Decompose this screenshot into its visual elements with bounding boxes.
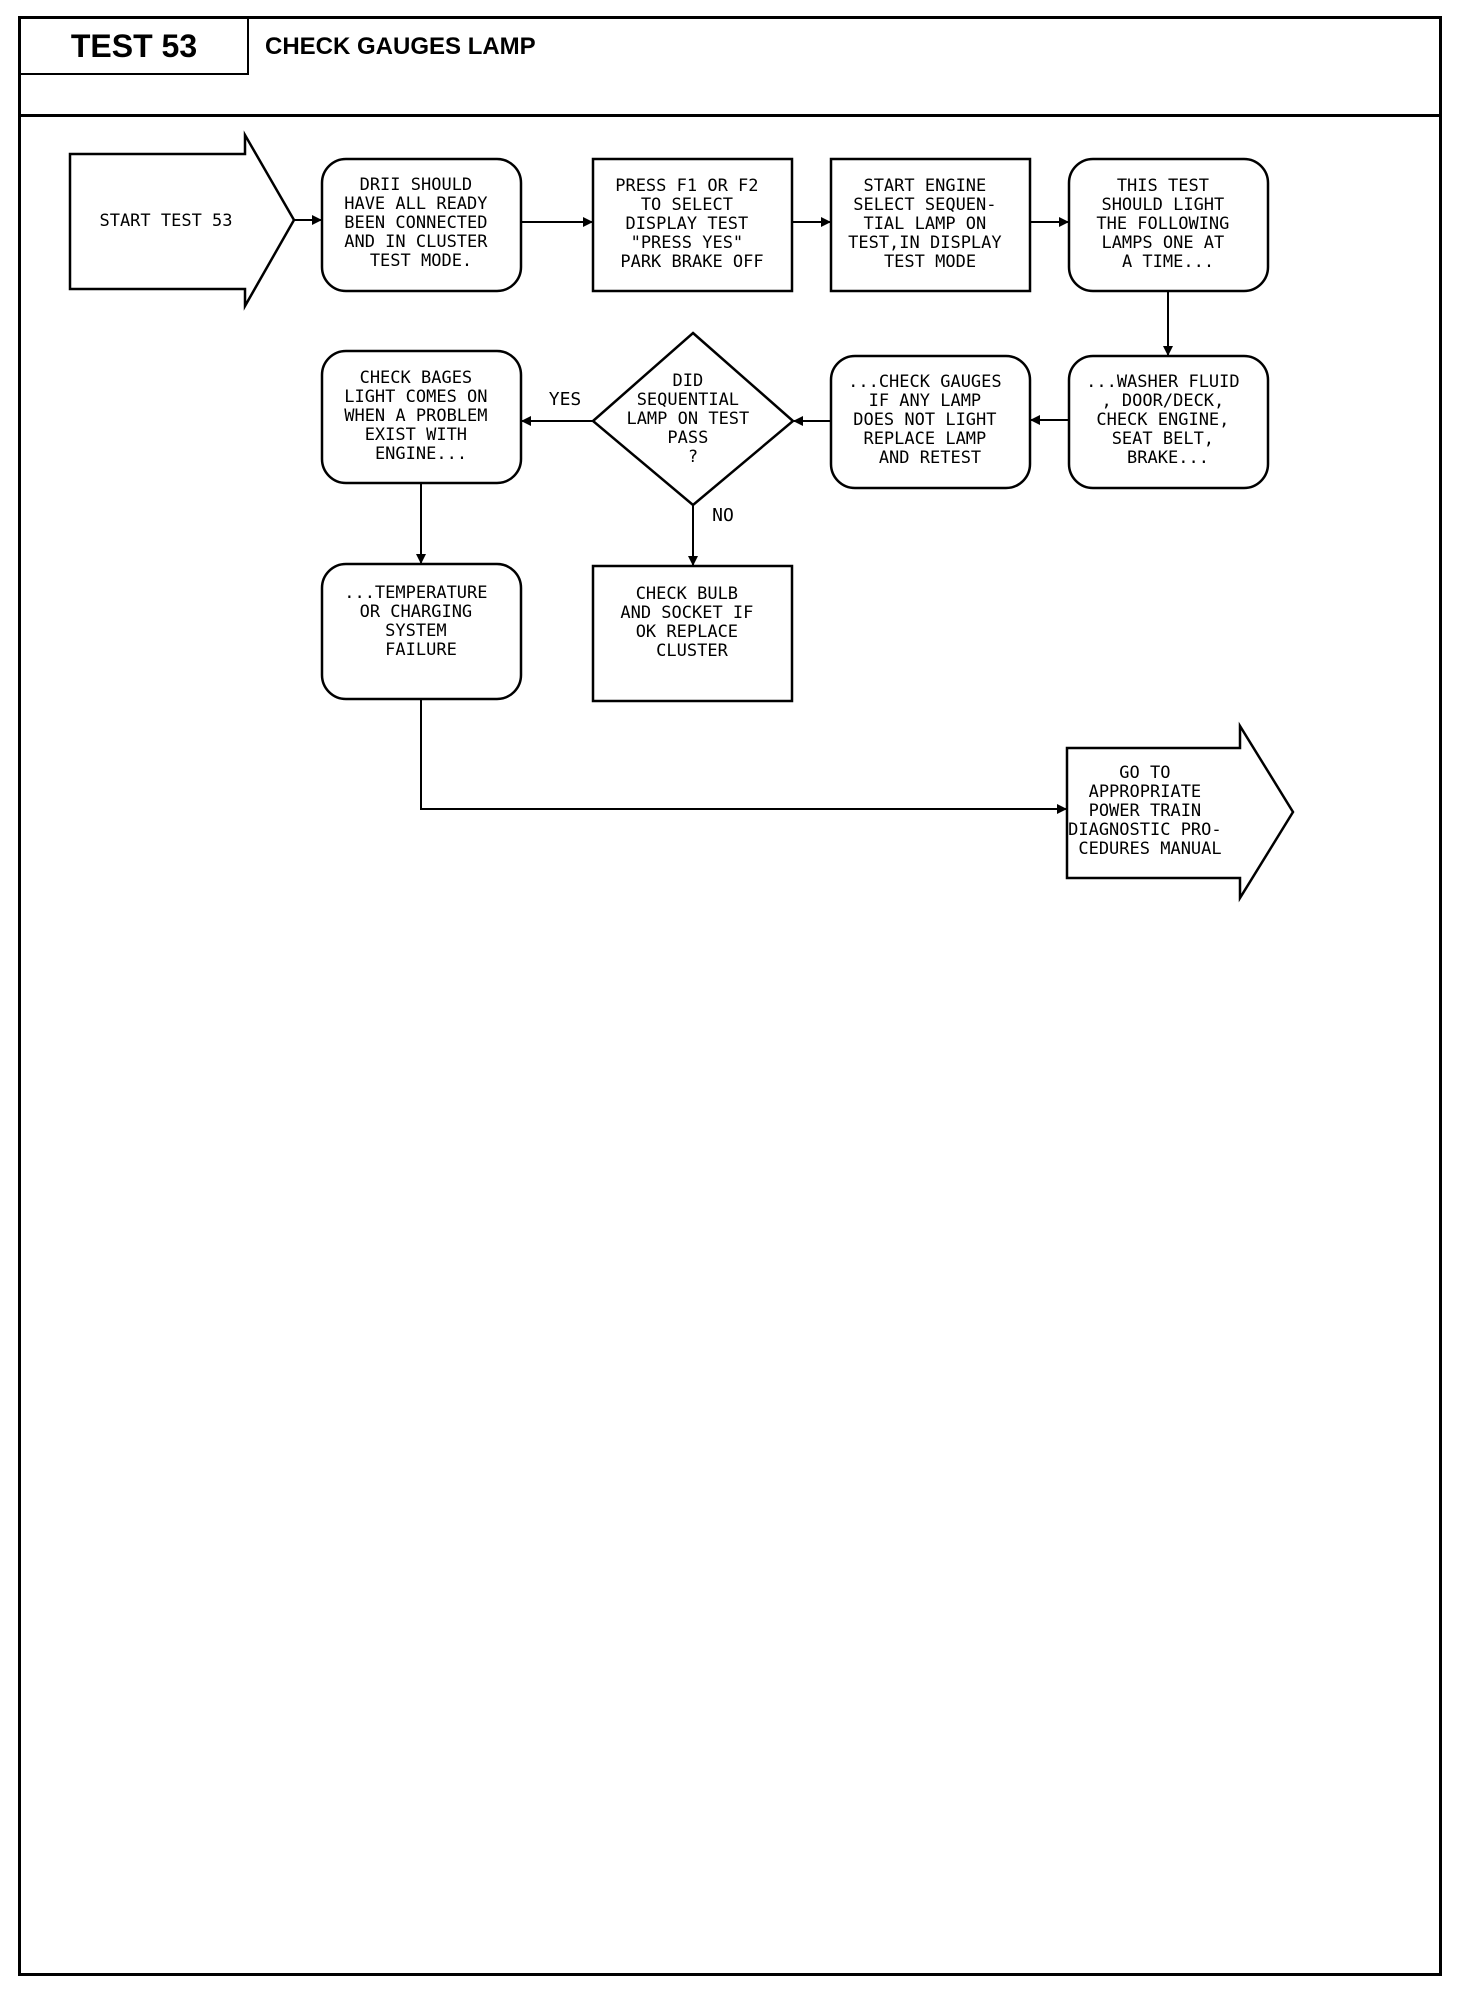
start-text: START TEST 53 <box>99 211 232 231</box>
engine-box <box>829 157 1032 293</box>
press-text: PRESS F1 OR F2 TO SELECT DISPLAY TEST "P… <box>615 176 769 272</box>
goto-shape <box>1065 721 1295 903</box>
bages-text: CHECK BAGES LIGHT COMES ON WHEN A PROBLE… <box>344 368 498 464</box>
drii-box <box>320 157 523 293</box>
edge-temp-goto <box>420 699 1067 814</box>
washer-text: ...WASHER FLUID , DOOR/DECK, CHECK ENGIN… <box>1086 372 1250 468</box>
test-title: CHECK GAUGES LAMP <box>265 33 536 60</box>
engine-text: START ENGINE SELECT SEQUEN- TIAL LAMP ON… <box>848 176 1012 272</box>
light-text: THIS TEST SHOULD LIGHT THE FOLLOWING LAM… <box>1096 176 1239 272</box>
yes-label: YES <box>549 389 582 410</box>
decision-text: DID SEQUENTIAL LAMP ON TEST PASS ? <box>626 371 759 467</box>
drii-text: DRII SHOULD HAVE ALL READY BEEN CONNECTE… <box>344 175 498 271</box>
header: TEST 53 CHECK GAUGES LAMP <box>21 19 1439 117</box>
bulb-text: CHECK BULB AND SOCKET IF OK REPLACE CLUS… <box>620 584 763 661</box>
bulb-box <box>591 564 794 703</box>
gauges-text: ...CHECK GAUGES IF ANY LAMP DOES NOT LIG… <box>848 372 1012 468</box>
washer-box <box>1067 354 1270 490</box>
temp-text: ...TEMPERATURE OR CHARGING SYSTEM FAILUR… <box>344 583 498 660</box>
press-box <box>591 157 794 293</box>
no-label: NO <box>712 505 734 526</box>
goto-text: GO TO APPROPRIATE POWER TRAIN DIAGNOSTIC… <box>1068 763 1232 859</box>
test-number-label: TEST 53 <box>21 19 249 75</box>
start-test-shape <box>68 130 296 311</box>
page-frame: TEST 53 CHECK GAUGES LAMP <box>18 16 1442 1976</box>
